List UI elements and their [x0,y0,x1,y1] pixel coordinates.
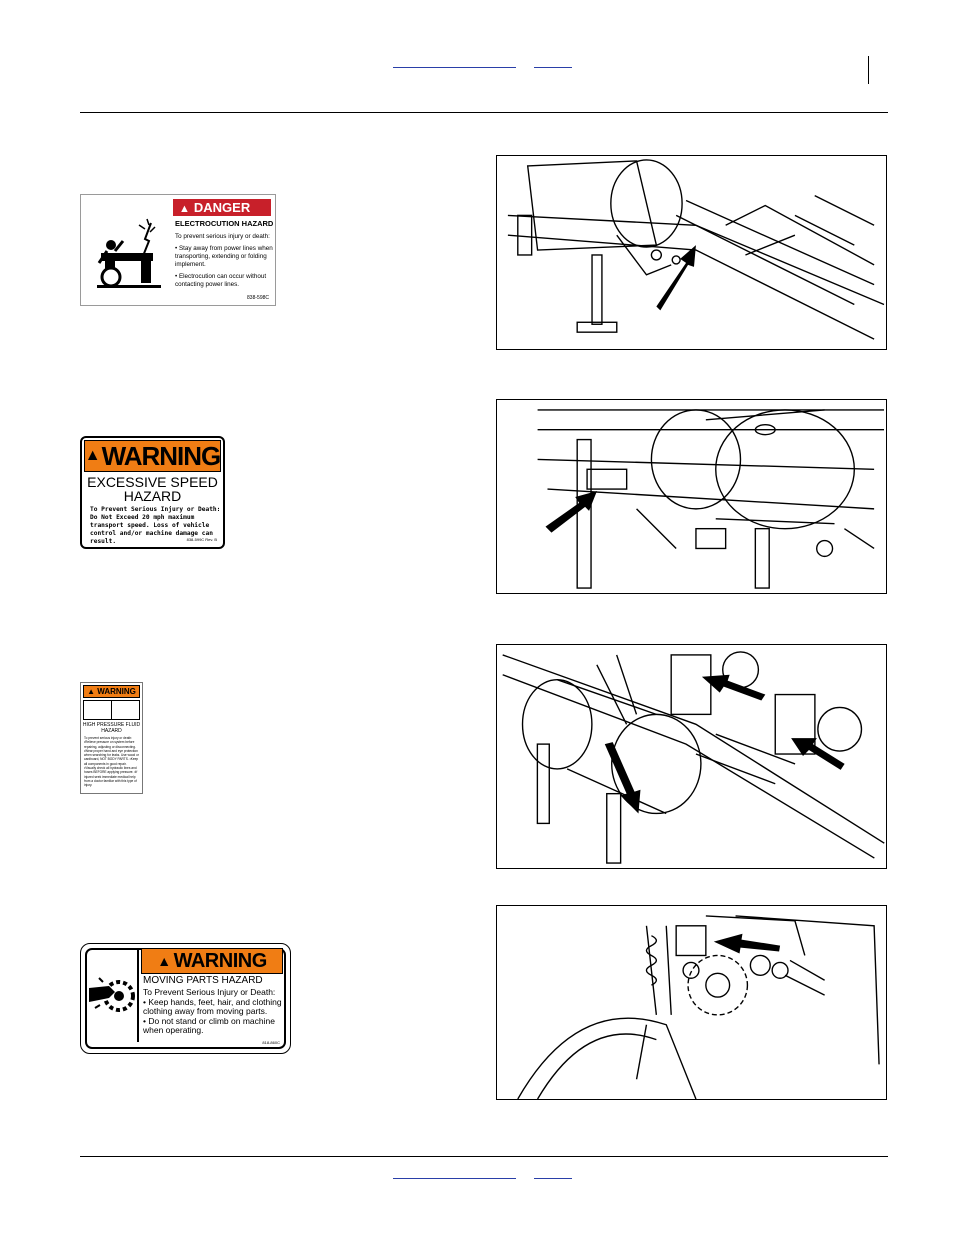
warning-triangle-icon: ▲ [84,447,101,464]
speed-header: ▲WARNING [84,440,221,472]
header-link-1[interactable] [393,67,516,68]
hand-chain-pictogram-icon [89,948,139,1042]
warning-triangle-icon: ▲ [157,953,171,969]
danger-line: To prevent serious injury or death: [175,233,270,240]
moving-title: MOVING PARTS HAZARD [143,975,263,986]
speed-title: EXCESSIVE SPEED HAZARD [87,474,218,504]
moving-bullet: • Keep hands, feet, hair, and clothing c… [143,996,282,1016]
danger-header-text: DANGER [193,200,251,215]
danger-bullet: • Stay away from power lines when transp… [175,245,273,268]
figure-tanks-wheels [496,644,887,869]
danger-subtitle: ELECTROCUTION HAZARD [175,219,274,228]
pressure-header: ▲ WARNING [83,685,140,698]
electrocution-pictogram-icon [97,218,161,288]
figure-rear-tanks [496,399,887,594]
arrow-icon [713,933,781,954]
moving-parts-decal: ▲WARNING MOVING PARTS HAZARD To Prevent … [80,943,291,1054]
decal-code: 838-598C [247,295,269,301]
pressure-pictograms [83,700,140,720]
danger-electrocution-decal: ▲DANGER ELECTROCUTION HAZARD To prevent … [80,194,276,306]
machine-line-drawing [507,159,885,340]
speed-body: To Prevent Serious Injury or Death: Do N… [90,506,221,545]
pressure-title: HIGH PRESSURE FLUID HAZARD [82,722,141,734]
pressure-body: To prevent serious injury or death: •Rel… [84,736,139,788]
header-divider [868,56,869,84]
moving-header-text: WARNING [173,949,268,972]
arrow-icon [791,738,845,770]
warning-triangle-icon: ▲ [179,203,190,215]
high-pressure-decal: ▲ WARNING HIGH PRESSURE FLUID HAZARD To … [80,682,143,794]
figure-drive-sprocket [496,905,887,1100]
pressure-header-text: WARNING [97,687,136,696]
footer-rule [80,1156,888,1157]
moving-text: To Prevent Serious Injury or Death: • Ke… [143,987,283,1036]
arrow-icon [656,245,696,311]
arrow-icon [604,742,641,814]
danger-header: ▲DANGER [173,199,271,216]
moving-header: ▲WARNING [141,948,283,974]
danger-text: To prevent serious injury or death: • St… [175,233,275,289]
moving-bullet: • Do not stand or climb on machine when … [143,1015,275,1035]
decal-code: 838-599C Rev. B [186,537,217,542]
excessive-speed-decal: ▲WARNING EXCESSIVE SPEED HAZARD To Preve… [80,436,225,549]
arrow-icon [701,674,766,701]
footer-link-2[interactable] [534,1178,572,1179]
danger-bullet: • Electrocution can occur without contac… [175,273,267,288]
speed-header-text: WARNING [101,440,222,471]
arrow-icon [545,491,597,533]
moving-line: To Prevent Serious Injury or Death: [143,987,276,997]
header-link-2[interactable] [534,67,572,68]
figure-front-frame-tank [496,155,887,350]
footer-link-1[interactable] [393,1178,516,1179]
header-rule [80,112,888,113]
decal-code: 818-860C [262,1040,280,1045]
